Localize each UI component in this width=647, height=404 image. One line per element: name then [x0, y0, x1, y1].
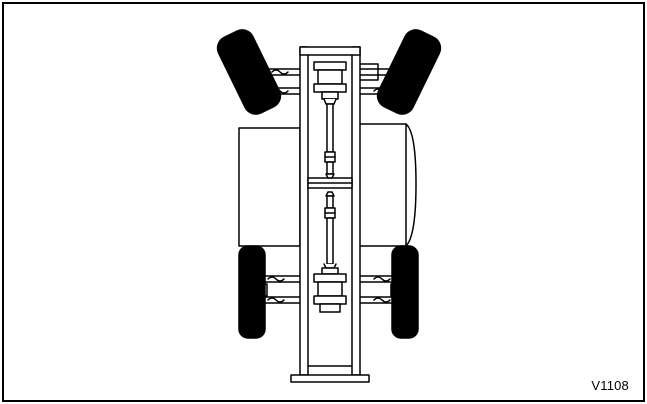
front-differential	[313, 61, 347, 105]
body-outline-right	[357, 123, 417, 247]
propeller-shaft-front	[324, 103, 336, 179]
wheel-front-left	[216, 29, 282, 115]
wheel-rear-right	[391, 245, 419, 339]
figure-code: V1108	[591, 378, 629, 393]
chassis-frame	[290, 46, 370, 383]
chassis-top-view-diagram	[216, 29, 442, 383]
body-outline-left	[238, 127, 305, 247]
wheel-rear-left	[238, 245, 266, 339]
wheel-front-right	[376, 29, 442, 115]
propeller-shaft-rear	[324, 191, 336, 265]
rear-differential	[313, 263, 347, 313]
